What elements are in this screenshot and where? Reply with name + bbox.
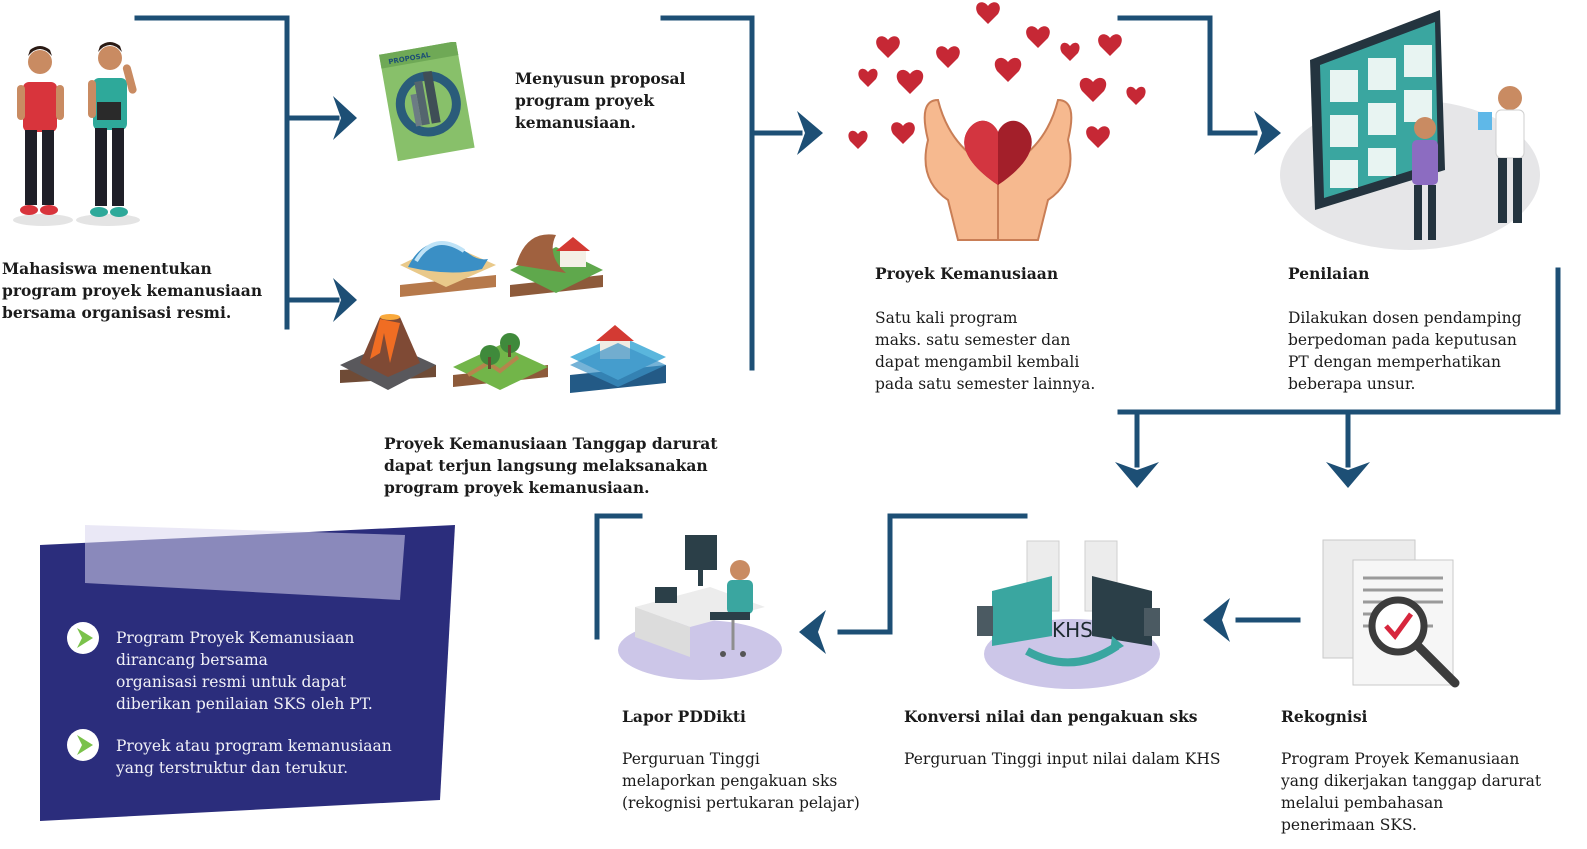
disaster-scenes-illustration xyxy=(340,234,666,393)
arrow-down-icon xyxy=(1115,462,1159,488)
magnifier-icon xyxy=(1368,596,1460,688)
note-card-background xyxy=(40,525,455,821)
note-card: Program Proyek Kemanusiaan dirancang ber… xyxy=(40,525,460,825)
humanitarian-text: Satu kali program maks. satu semester da… xyxy=(875,309,1096,393)
arrow-down-icon xyxy=(1326,462,1370,488)
arrow-right-icon xyxy=(333,96,357,140)
assessment-illustration xyxy=(1280,10,1540,250)
play-icon xyxy=(67,729,99,761)
recognition-title: Rekognisi xyxy=(1281,707,1368,726)
conversion-text: Perguruan Tinggi input nilai dalam KHS xyxy=(904,750,1221,768)
volcano-icon xyxy=(340,314,436,390)
arrow-left-icon xyxy=(799,610,826,654)
arrow-right-icon xyxy=(333,278,357,322)
proposal-text: Menyusun proposal program proyek kemanus… xyxy=(515,69,686,132)
tape-strip xyxy=(85,525,405,600)
conversion-illustration: KHS xyxy=(977,540,1160,689)
students-text: Mahasiswa menentukan program proyek kema… xyxy=(2,259,263,322)
note-item-2: Proyek atau program kemanusiaan yang ter… xyxy=(116,737,392,777)
report-title: Lapor PDDikti xyxy=(622,707,746,726)
recognition-text: Program Proyek Kemanusiaan yang dikerjak… xyxy=(1281,750,1542,834)
emergency-text: Proyek Kemanusiaan Tanggap darurat dapat… xyxy=(384,434,718,497)
note-item-1: Program Proyek Kemanusiaan dirancang ber… xyxy=(116,629,373,713)
assessment-title: Penilaian xyxy=(1288,264,1370,283)
recognition-document-icon xyxy=(1322,539,1460,688)
report-illustration xyxy=(618,535,782,680)
tsunami-icon xyxy=(400,241,496,297)
arrow-left-icon xyxy=(1203,598,1230,642)
conversion-title: Konversi nilai dan pengakuan sks xyxy=(904,707,1198,726)
heart-icons xyxy=(848,2,1146,149)
humanitarian-title: Proyek Kemanusiaan xyxy=(875,264,1059,283)
play-icon xyxy=(67,622,99,654)
students-illustration xyxy=(13,42,140,226)
report-text: Perguruan Tinggi melaporkan pengakuan sk… xyxy=(622,750,860,812)
khs-label: KHS xyxy=(1052,618,1093,642)
earthquake-icon xyxy=(453,333,548,390)
flood-icon xyxy=(570,325,666,393)
hands-heart-illustration xyxy=(848,2,1146,241)
assessment-text: Dilakukan dosen pendamping berpedoman pa… xyxy=(1288,309,1522,393)
landslide-icon xyxy=(510,234,603,297)
arrow-right-icon xyxy=(797,111,823,155)
arrow-right-icon xyxy=(1254,111,1281,155)
proposal-document-icon: PROPOSAL xyxy=(379,42,475,162)
